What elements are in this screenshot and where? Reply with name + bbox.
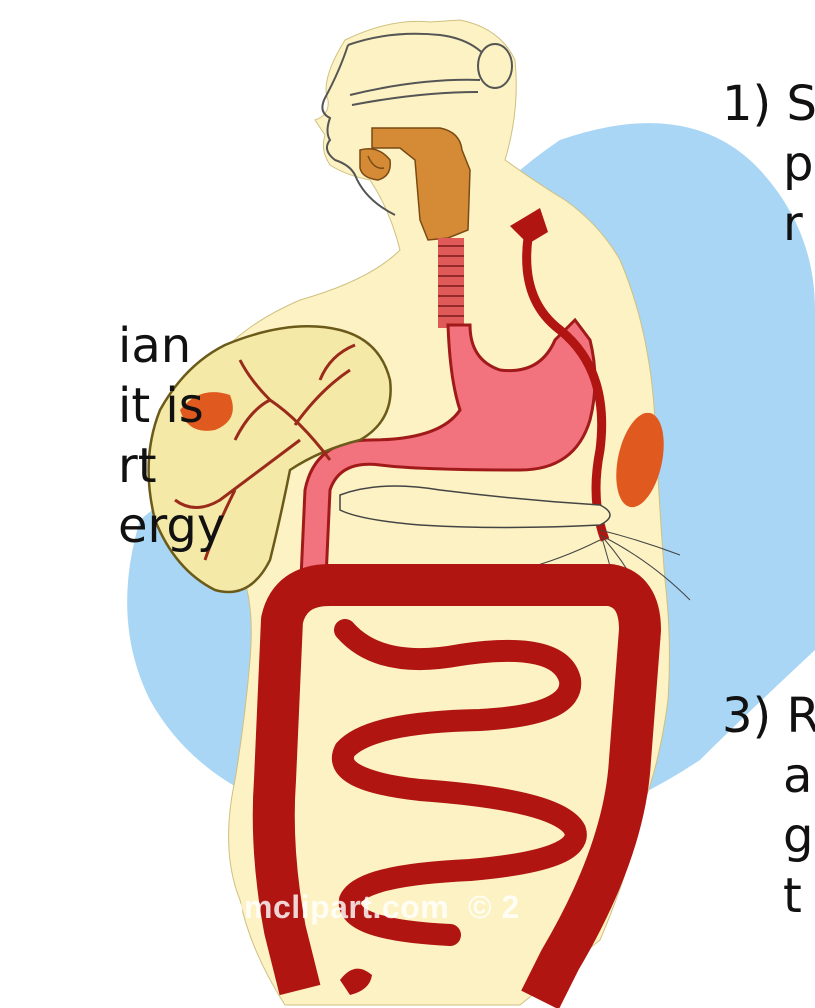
watermark: omclipart.com © 2 xyxy=(224,889,520,926)
left-text-line: it is xyxy=(118,376,225,436)
right-text-line: r xyxy=(722,194,815,254)
right-text-line: g xyxy=(722,806,815,866)
right-text-line: p xyxy=(722,134,815,194)
right-text-line: t xyxy=(722,866,815,926)
right-text-block-top: 1) S p r xyxy=(722,74,815,254)
left-text-block: ianit isrtergy xyxy=(118,316,225,556)
right-text-line: 1) S xyxy=(722,74,815,134)
left-text-line: ian xyxy=(118,316,225,376)
esophagus xyxy=(438,238,464,328)
right-text-line: 3) R xyxy=(722,686,815,746)
right-text-line: a xyxy=(722,746,815,806)
left-text-line: rt xyxy=(118,436,225,496)
brain-bulb xyxy=(478,44,512,88)
right-text-block-bottom: 3) R a g t xyxy=(722,686,815,926)
left-text-line: ergy xyxy=(118,496,225,556)
